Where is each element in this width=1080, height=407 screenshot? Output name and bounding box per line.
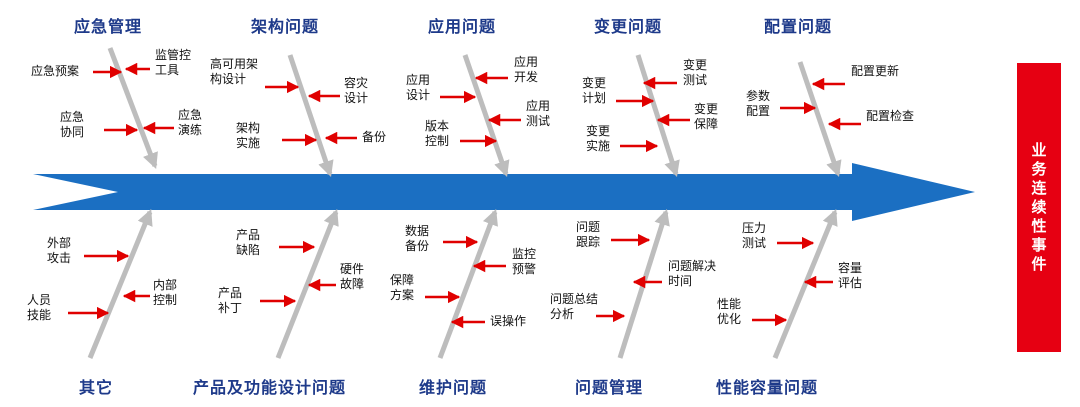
cause-label: 架构 实施 xyxy=(236,121,261,150)
cause-label: 配置检查 xyxy=(866,109,915,123)
result-label: 业务连续性事件 xyxy=(1031,141,1047,273)
category-title-change: 变更问题 xyxy=(594,17,663,36)
cause-label: 应急预案 xyxy=(31,64,80,78)
cause-label: 应急 演练 xyxy=(178,108,203,137)
cause-label: 问题总结 分析 xyxy=(550,292,599,321)
category-title-product-design: 产品及功能设计问题 xyxy=(193,378,347,397)
cause-label: 配置更新 xyxy=(851,64,900,78)
cause-label: 参数 配置 xyxy=(746,89,771,118)
cause-label: 应急 协同 xyxy=(60,110,85,139)
cause-label: 人员 技能 xyxy=(27,293,52,322)
cause-label: 容灾 设计 xyxy=(344,76,369,105)
cause-label: 产品 缺陷 xyxy=(236,228,261,257)
cause-label: 变更 计划 xyxy=(582,76,607,105)
bone-architecture xyxy=(287,54,334,178)
category-title-problem-mgmt: 问题管理 xyxy=(575,378,644,397)
cause-label: 问题解决 时间 xyxy=(668,259,717,288)
cause-label: 版本 控制 xyxy=(425,119,450,148)
cause-label: 问题 跟踪 xyxy=(576,220,601,249)
cause-label: 监控 预警 xyxy=(512,247,537,276)
category-title-emergency: 应急管理 xyxy=(74,17,143,36)
category-title-perf-capacity: 性能容量问题 xyxy=(716,378,819,397)
cause-label: 内部 控制 xyxy=(153,278,178,307)
bone-change xyxy=(635,54,680,178)
spine-arrow xyxy=(33,163,975,221)
bone-emergency xyxy=(107,47,158,169)
bone-config xyxy=(797,61,842,178)
cause-label: 应用 开发 xyxy=(514,55,539,84)
cause-label: 硬件 故障 xyxy=(340,262,365,291)
cause-label: 数据 备份 xyxy=(405,224,430,253)
cause-label: 性能 优化 xyxy=(717,297,742,326)
cause-label: 监管控 工具 xyxy=(155,48,192,77)
category-title-config: 配置问题 xyxy=(764,17,833,36)
category-title-maintenance: 维护问题 xyxy=(419,378,488,397)
cause-label: 产品 补丁 xyxy=(218,286,243,315)
cause-label: 变更 实施 xyxy=(586,124,611,153)
cause-label: 变更 保障 xyxy=(694,102,719,131)
result-box: 业务连续性事件 xyxy=(1017,63,1061,352)
bone-problem-mgmt xyxy=(617,208,670,359)
cause-label: 容量 评估 xyxy=(838,261,863,290)
bone-maintenance xyxy=(437,209,498,359)
category-title-other: 其它 xyxy=(79,378,114,397)
category-title-architecture: 架构问题 xyxy=(251,17,320,36)
bone-product-design xyxy=(275,209,339,359)
cause-label: 压力 测试 xyxy=(742,221,767,250)
category-title-application: 应用问题 xyxy=(428,17,497,36)
cause-label: 误操作 xyxy=(490,314,527,328)
cause-label: 高可用架 构设计 xyxy=(210,57,259,86)
bone-application xyxy=(462,54,510,178)
cause-label: 应用 设计 xyxy=(406,73,431,102)
cause-label: 保障 方案 xyxy=(390,273,415,302)
cause-label: 备份 xyxy=(362,130,387,144)
bone-perf-capacity xyxy=(772,209,838,359)
cause-label: 应用 测试 xyxy=(526,99,551,128)
cause-label: 变更 测试 xyxy=(683,58,708,87)
cause-label: 外部 攻击 xyxy=(47,236,72,265)
bone-other xyxy=(87,209,153,359)
